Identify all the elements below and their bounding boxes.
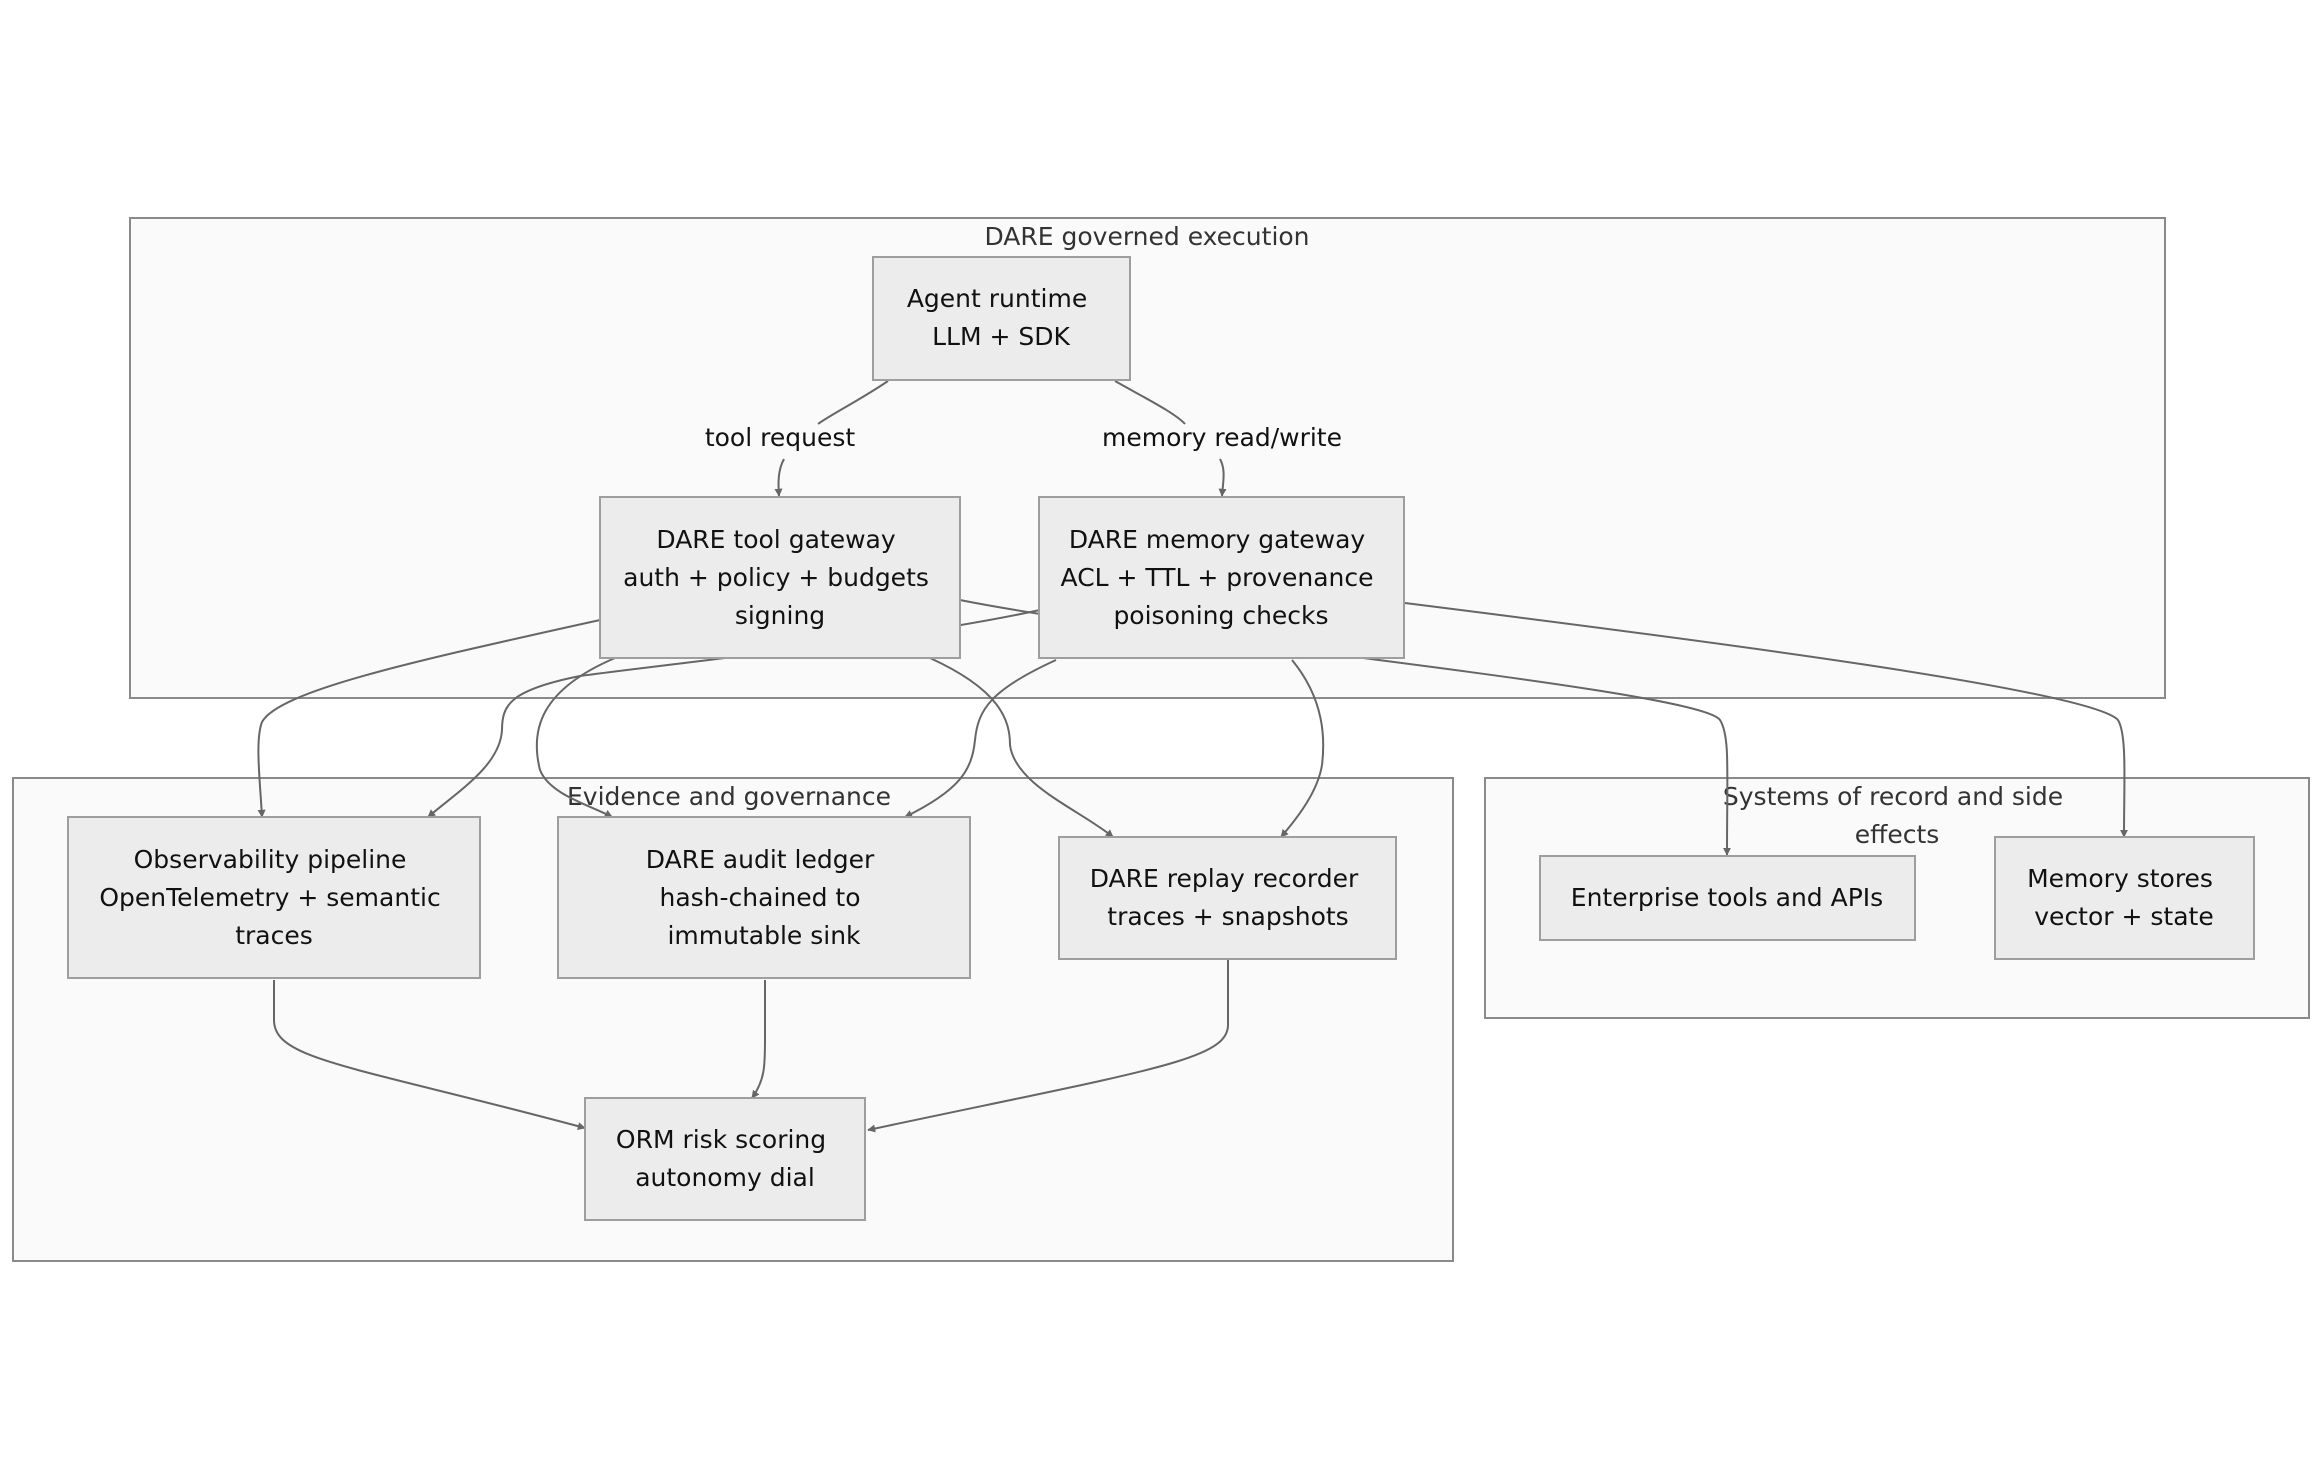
node-agent-runtime[interactable]: Agent runtime LLM + SDK [872, 256, 1131, 381]
edge-label-memory-read-write: memory read/write [1102, 423, 1342, 452]
cluster-title-line-1: Systems of record and side [1723, 782, 2063, 811]
svg-text:Observability pipeline O: Observability pipeline OpenTelemetry + s… [99, 845, 448, 950]
node-label-line: traces [235, 921, 313, 950]
node-label-line: poisoning checks [1113, 601, 1328, 630]
node-dare-audit-ledger[interactable]: DARE audit ledger hash-chained to immuta… [557, 816, 971, 979]
svg-text:DARE tool gateway auth +: DARE tool gateway auth + policy + budget… [623, 525, 937, 630]
node-label-line: traces + snapshots [1107, 902, 1348, 931]
edge-agent-to-memory-gateway-lower [1218, 458, 1227, 497]
node-label-line: DARE memory gateway [1069, 525, 1366, 554]
svg-text:Enterprise tools and APIs: Enterprise tools and APIs [1571, 883, 1883, 912]
edge-audit-ledger-to-orm [751, 980, 766, 1099]
node-label-line: Observability pipeline [134, 845, 407, 874]
svg-text:DARE memory gateway ACL: DARE memory gateway ACL + TTL + provenan… [1061, 525, 1382, 630]
node-label-line: immutable sink [667, 921, 861, 950]
cluster-title: DARE governed execution [984, 222, 1309, 251]
node-label-line: vector + state [2034, 902, 2213, 931]
edge-memory-gateway-to-audit-ledger [904, 659, 1057, 818]
edge-memory-gateway-to-replay-recorder [1280, 659, 1325, 838]
node-label-line: OpenTelemetry + semantic [99, 883, 440, 912]
node-label-line: DARE tool gateway [656, 525, 895, 554]
node-dare-tool-gateway[interactable]: DARE tool gateway auth + policy + budget… [599, 496, 961, 659]
cluster-title-line-2: effects [1855, 820, 1940, 849]
edge-tool-gateway-to-audit-ledger [535, 657, 616, 818]
edge-agent-to-memory-gateway [1114, 380, 1186, 425]
edge-observability-to-orm [273, 980, 586, 1130]
node-label-line: hash-chained to [659, 883, 860, 912]
edges: tool request memory read/write [257, 380, 2129, 1133]
node-label-line: DARE replay recorder [1090, 864, 1359, 893]
cluster-title: Evidence and governance [567, 782, 891, 811]
node-observability-pipeline[interactable]: Observability pipeline OpenTelemetry + s… [67, 816, 481, 979]
node-enterprise-tools-and-apis[interactable]: Enterprise tools and APIs [1539, 855, 1916, 941]
node-memory-stores[interactable]: Memory stores vector + state [1994, 836, 2255, 960]
edge-replay-recorder-to-orm [867, 960, 1229, 1133]
svg-text:DARE audit ledger hash-c: DARE audit ledger hash-chained to immuta… [646, 845, 882, 950]
edge-agent-to-tool-gateway [817, 380, 889, 425]
svg-text:DARE replay recorder tra: DARE replay recorder traces + snapshots [1090, 864, 1366, 931]
node-label-line: signing [735, 601, 825, 630]
edge-tool-gateway-to-observability [257, 619, 601, 818]
node-label-line: DARE audit ledger [646, 845, 875, 874]
node-label-line: Agent runtime [907, 284, 1087, 313]
node-dare-memory-gateway[interactable]: DARE memory gateway ACL + TTL + provenan… [1038, 496, 1405, 659]
svg-text:ORM risk scoring autonom: ORM risk scoring autonomy dial [616, 1125, 834, 1192]
node-label-line: auth + policy + budgets [623, 563, 929, 592]
node-label-line: LLM + SDK [932, 322, 1070, 351]
node-label-line: ORM risk scoring [616, 1125, 826, 1154]
node-dare-replay-recorder[interactable]: DARE replay recorder traces + snapshots [1058, 836, 1397, 960]
edge-memory-gateway-to-memory-stores [1404, 602, 2129, 838]
edge-agent-to-tool-gateway-lower [774, 458, 785, 497]
node-label-line: Memory stores [2027, 864, 2213, 893]
node-label-line: ACL + TTL + provenance [1061, 563, 1374, 592]
node-orm-risk-scoring[interactable]: ORM risk scoring autonomy dial [584, 1097, 866, 1221]
edge-tool-gateway-to-replay-recorder [929, 657, 1114, 838]
node-label-line: autonomy dial [635, 1163, 815, 1192]
svg-text:Memory stores vector + s: Memory stores vector + state [2027, 864, 2221, 931]
svg-text:Agent runtime LLM + SDK: Agent runtime LLM + SDK [907, 284, 1095, 351]
node-label-line: Enterprise tools and APIs [1571, 883, 1883, 912]
edge-label-tool-request: tool request [705, 423, 856, 452]
